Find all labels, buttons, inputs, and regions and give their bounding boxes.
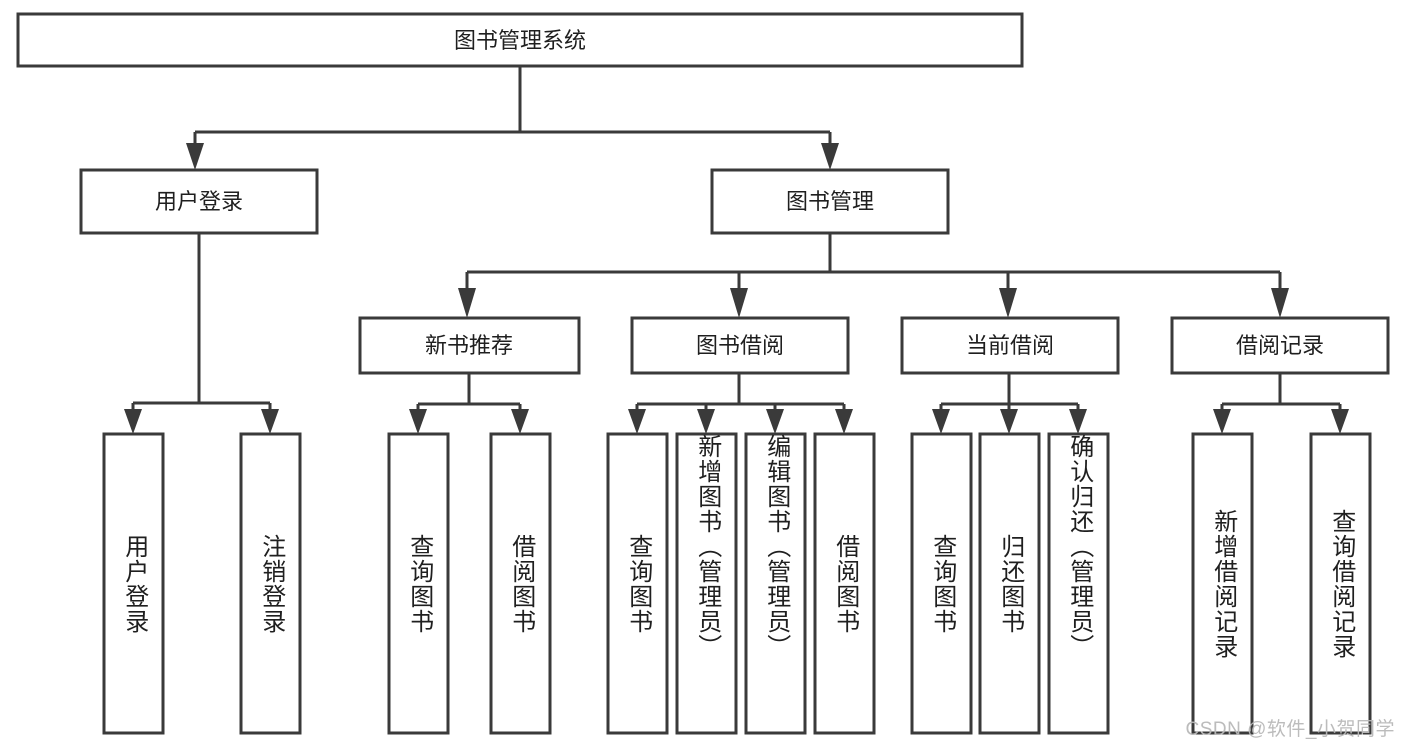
arrow-new-book-recommend xyxy=(458,288,476,318)
node-leaf-query-record[interactable] xyxy=(1309,432,1372,735)
arrow-leaf-return-book xyxy=(1000,409,1018,434)
arrow-leaf-user-logout xyxy=(261,409,279,434)
node-book-manage[interactable] xyxy=(710,168,950,235)
arrow-book-manage xyxy=(821,143,839,170)
node-leaf-confirm-return[interactable] xyxy=(1047,432,1110,735)
edge-layer xyxy=(124,66,1349,434)
node-layer: 图书管理系统 用户登录 图书管理 新书推荐 图书借阅 当前借阅 借阅记录 xyxy=(16,12,1390,735)
node-book-borrow[interactable] xyxy=(630,316,850,375)
arrow-leaf-query-book-3 xyxy=(932,409,950,434)
arrow-user-login xyxy=(186,143,204,170)
node-leaf-query-book-1[interactable] xyxy=(387,432,450,735)
node-borrow-record-label: 借阅记录 xyxy=(1236,333,1324,358)
node-leaf-edit-book[interactable] xyxy=(744,432,807,735)
arrow-leaf-borrow-book-2 xyxy=(835,409,853,434)
node-book-borrow-label: 图书借阅 xyxy=(696,333,784,358)
node-book-manage-label: 图书管理 xyxy=(786,189,874,214)
node-leaf-query-book-3[interactable] xyxy=(910,432,973,735)
arrow-leaf-borrow-book-1 xyxy=(511,409,529,434)
node-root-label: 图书管理系统 xyxy=(454,28,586,53)
node-leaf-query-book-2[interactable] xyxy=(606,432,669,735)
arrow-leaf-query-book-1 xyxy=(409,409,427,434)
arrow-leaf-add-book xyxy=(697,409,715,434)
arrow-leaf-confirm-return xyxy=(1069,409,1087,434)
arrow-leaf-user-login xyxy=(124,409,142,434)
node-borrow-record[interactable] xyxy=(1170,316,1390,375)
node-leaf-user-login[interactable] xyxy=(102,432,165,735)
node-user-login-label: 用户登录 xyxy=(155,189,243,214)
arrow-leaf-add-record xyxy=(1213,409,1231,434)
node-current-borrow-label: 当前借阅 xyxy=(966,333,1054,358)
arrow-leaf-edit-book xyxy=(766,409,784,434)
node-leaf-user-logout[interactable] xyxy=(239,432,302,735)
node-leaf-return-book[interactable] xyxy=(978,432,1041,735)
arrow-leaf-query-book-2 xyxy=(628,409,646,434)
node-leaf-add-record[interactable] xyxy=(1191,432,1254,735)
node-user-login[interactable] xyxy=(79,168,319,235)
node-leaf-borrow-book-2[interactable] xyxy=(813,432,876,735)
node-root[interactable] xyxy=(16,12,1024,68)
arrow-current-borrow xyxy=(999,288,1017,318)
node-new-book-recommend[interactable] xyxy=(358,316,581,375)
arrow-borrow-record xyxy=(1271,288,1289,318)
arrow-book-borrow xyxy=(730,288,748,318)
node-leaf-add-book[interactable] xyxy=(675,432,738,735)
arrow-leaf-query-record xyxy=(1331,409,1349,434)
node-current-borrow[interactable] xyxy=(900,316,1120,375)
node-leaf-borrow-book-1[interactable] xyxy=(489,432,552,735)
node-new-book-recommend-label: 新书推荐 xyxy=(425,333,513,358)
